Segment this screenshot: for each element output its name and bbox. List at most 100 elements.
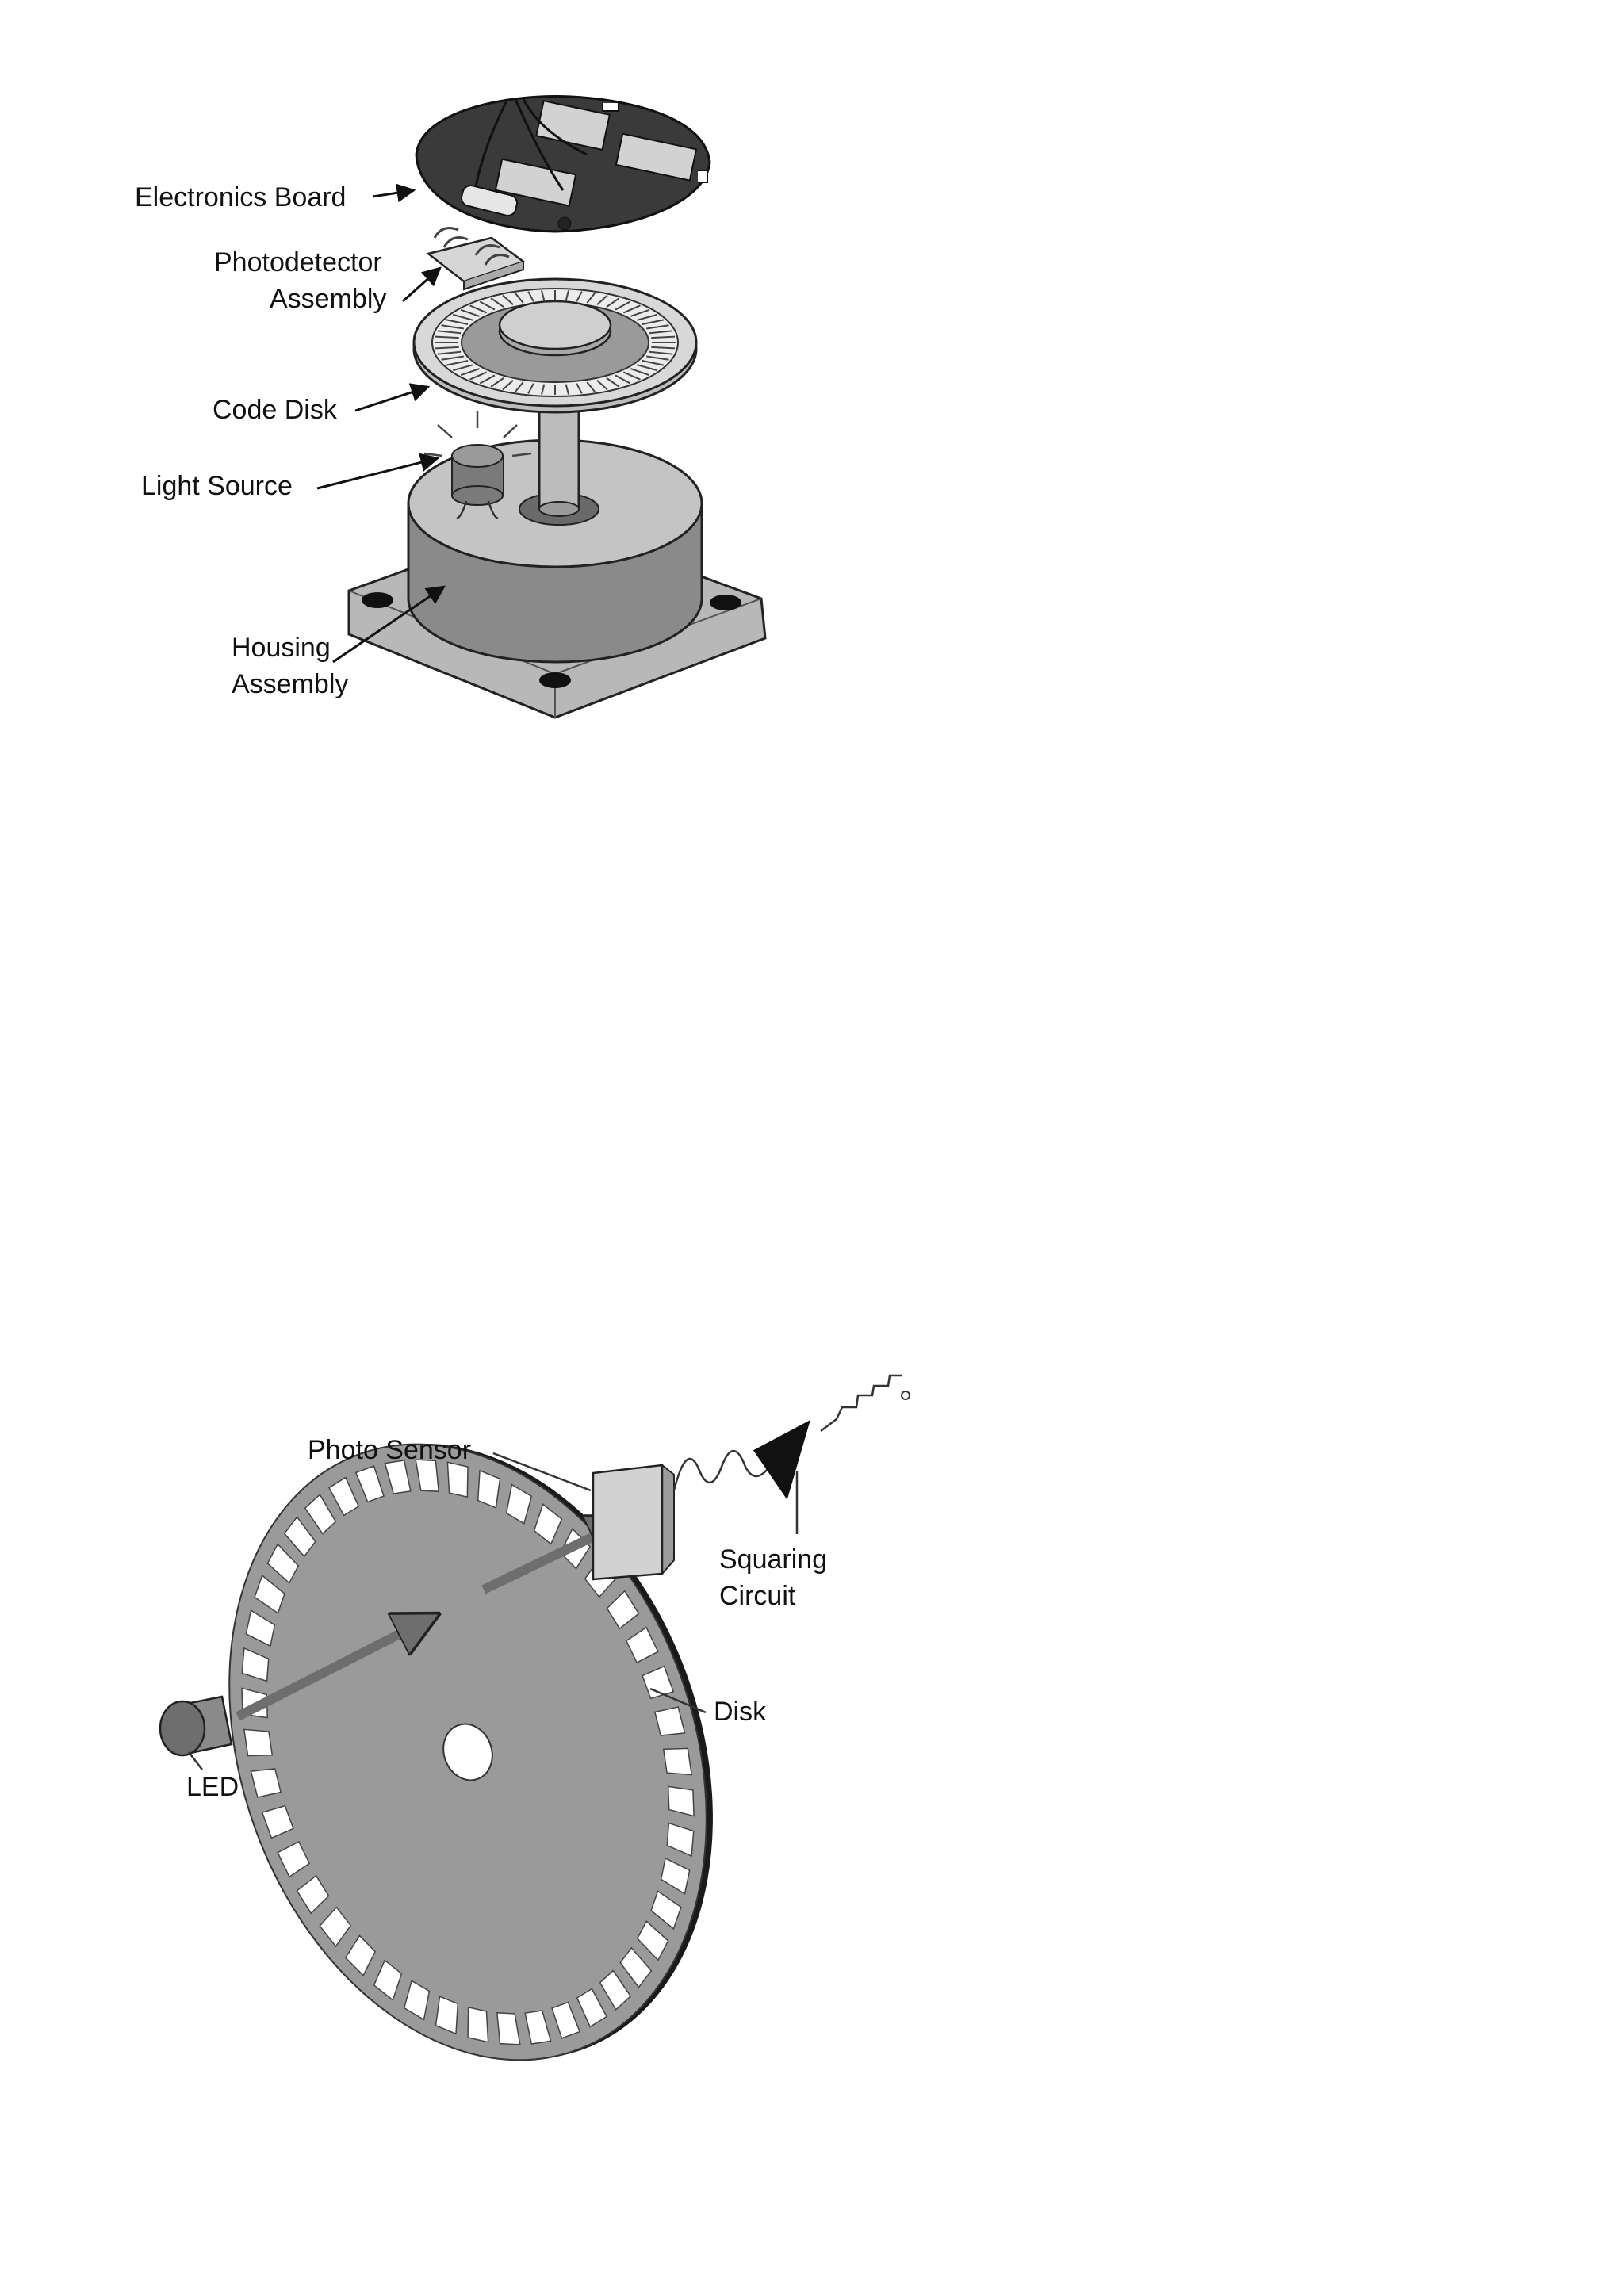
- disk-slot: [496, 2012, 521, 2045]
- leader-led: [188, 1751, 203, 1770]
- code-disk-slot: [646, 355, 669, 361]
- squaring-circuit: [753, 1374, 910, 1534]
- label-code-disk: Code Disk: [213, 395, 338, 425]
- code-disk-slot: [479, 300, 496, 311]
- disk-slot: [533, 1503, 563, 1545]
- disk-slot: [245, 1609, 276, 1647]
- code-disk-slot: [642, 360, 665, 366]
- code-disk-slot: [637, 364, 657, 372]
- slotted-disk: [228, 1443, 713, 2061]
- disk-slot: [304, 1493, 337, 1535]
- leader-disk: [649, 1687, 707, 1714]
- code-disk-slot: [596, 294, 608, 305]
- label-disk: Disk: [714, 1697, 767, 1727]
- output-terminal: [901, 1391, 910, 1400]
- disk-slot: [606, 1590, 640, 1630]
- code-disk-slot: [515, 293, 524, 304]
- optical-encoder-principle-diagram: Photo Sensor Squaring Circuit Disk LED: [159, 1374, 910, 2061]
- light-source-led: [423, 411, 532, 520]
- led: [159, 1695, 233, 1757]
- code-disk-slot: [651, 346, 676, 350]
- code-disk-slot: [446, 319, 469, 325]
- code-disk-slot: [453, 313, 473, 321]
- disk-slot: [524, 2010, 552, 2045]
- label-squaring-line2: Circuit: [719, 1581, 796, 1611]
- code-disk: [412, 277, 698, 414]
- disk-slot: [344, 1934, 377, 1976]
- code-disk-slot: [576, 291, 583, 302]
- code-disk-slot: [527, 383, 534, 394]
- disk-slot: [319, 1906, 352, 1948]
- label-photodetector-line1: Photodetector: [214, 247, 382, 277]
- code-disk-slot: [596, 380, 608, 391]
- code-disk-slot: [646, 324, 669, 330]
- photo-sensor: [592, 1464, 675, 1581]
- disk-slot: [636, 1920, 669, 1961]
- label-photodetector-line2: Assembly: [270, 284, 386, 314]
- disk-slot: [403, 1980, 431, 2021]
- label-light-source: Light Source: [141, 471, 293, 501]
- disk-slot: [653, 1706, 686, 1736]
- disk-slot: [576, 1988, 608, 2028]
- mount-hole: [710, 595, 741, 610]
- code-disk-slot: [606, 297, 620, 308]
- code-disk-slot: [586, 381, 596, 392]
- disk-slot: [384, 1460, 412, 1494]
- mount-hole: [539, 672, 571, 688]
- photodetector-assembly: [426, 227, 526, 291]
- code-disk-slot: [622, 304, 641, 314]
- code-disk-slot: [651, 335, 676, 339]
- code-disk-slots: [435, 290, 676, 395]
- disk-center-hole: [442, 1723, 493, 1781]
- code-disk-slot: [441, 324, 464, 330]
- disk-slot: [667, 1785, 695, 1817]
- disk-slot: [599, 1969, 632, 2011]
- leader-light-source: [316, 453, 440, 490]
- code-disk-slot: [637, 313, 657, 321]
- leader-photodetector: [402, 266, 442, 303]
- code-disk-slot: [541, 290, 546, 301]
- code-disk-slot: [490, 377, 504, 388]
- code-disk-slot: [469, 371, 488, 381]
- disk-slot: [415, 1459, 440, 1492]
- code-disk-slot: [622, 371, 641, 381]
- disk-slot: [446, 1461, 469, 1498]
- disk-slot: [296, 1874, 330, 1915]
- electronics-board: [415, 95, 711, 233]
- code-disk-slot: [606, 377, 620, 388]
- code-disk-slot: [437, 350, 462, 355]
- code-disk-slot: [460, 368, 480, 377]
- disk-slot: [662, 1747, 693, 1776]
- disk-slot: [254, 1574, 285, 1614]
- code-disk-slot: [502, 380, 514, 391]
- code-disk-slot: [576, 383, 583, 394]
- disk-slot: [551, 2001, 581, 2039]
- disk-slot: [619, 1946, 653, 1988]
- label-housing-line1: Housing: [232, 633, 331, 663]
- mount-hole: [362, 592, 393, 608]
- disk-slot: [625, 1626, 659, 1664]
- code-disk-slot: [615, 374, 631, 385]
- code-disk-slot: [642, 319, 665, 325]
- disk-slot: [277, 1840, 311, 1878]
- label-led: LED: [186, 1772, 239, 1802]
- code-disk-slot: [565, 384, 569, 395]
- disk-slot: [660, 1857, 691, 1895]
- code-disk-slot: [649, 330, 673, 335]
- code-disk-slot: [437, 330, 462, 335]
- disk-slot: [650, 1890, 682, 1931]
- disk-slot: [373, 1959, 403, 2001]
- code-disk-slot: [541, 384, 546, 395]
- code-disk-slot: [565, 290, 569, 301]
- label-photo-sensor: Photo Sensor: [308, 1435, 471, 1465]
- top-labels: Electronics Board Photodetector Assembly…: [135, 182, 446, 699]
- code-disk-slot: [527, 291, 534, 302]
- code-disk-slot: [453, 364, 473, 372]
- label-squaring-line1: Squaring: [719, 1544, 827, 1575]
- light-beam-arrow-incoming: [236, 1617, 432, 1721]
- label-electronics-board: Electronics Board: [135, 182, 346, 212]
- disk-slot: [666, 1822, 695, 1858]
- leader-housing: [332, 585, 446, 664]
